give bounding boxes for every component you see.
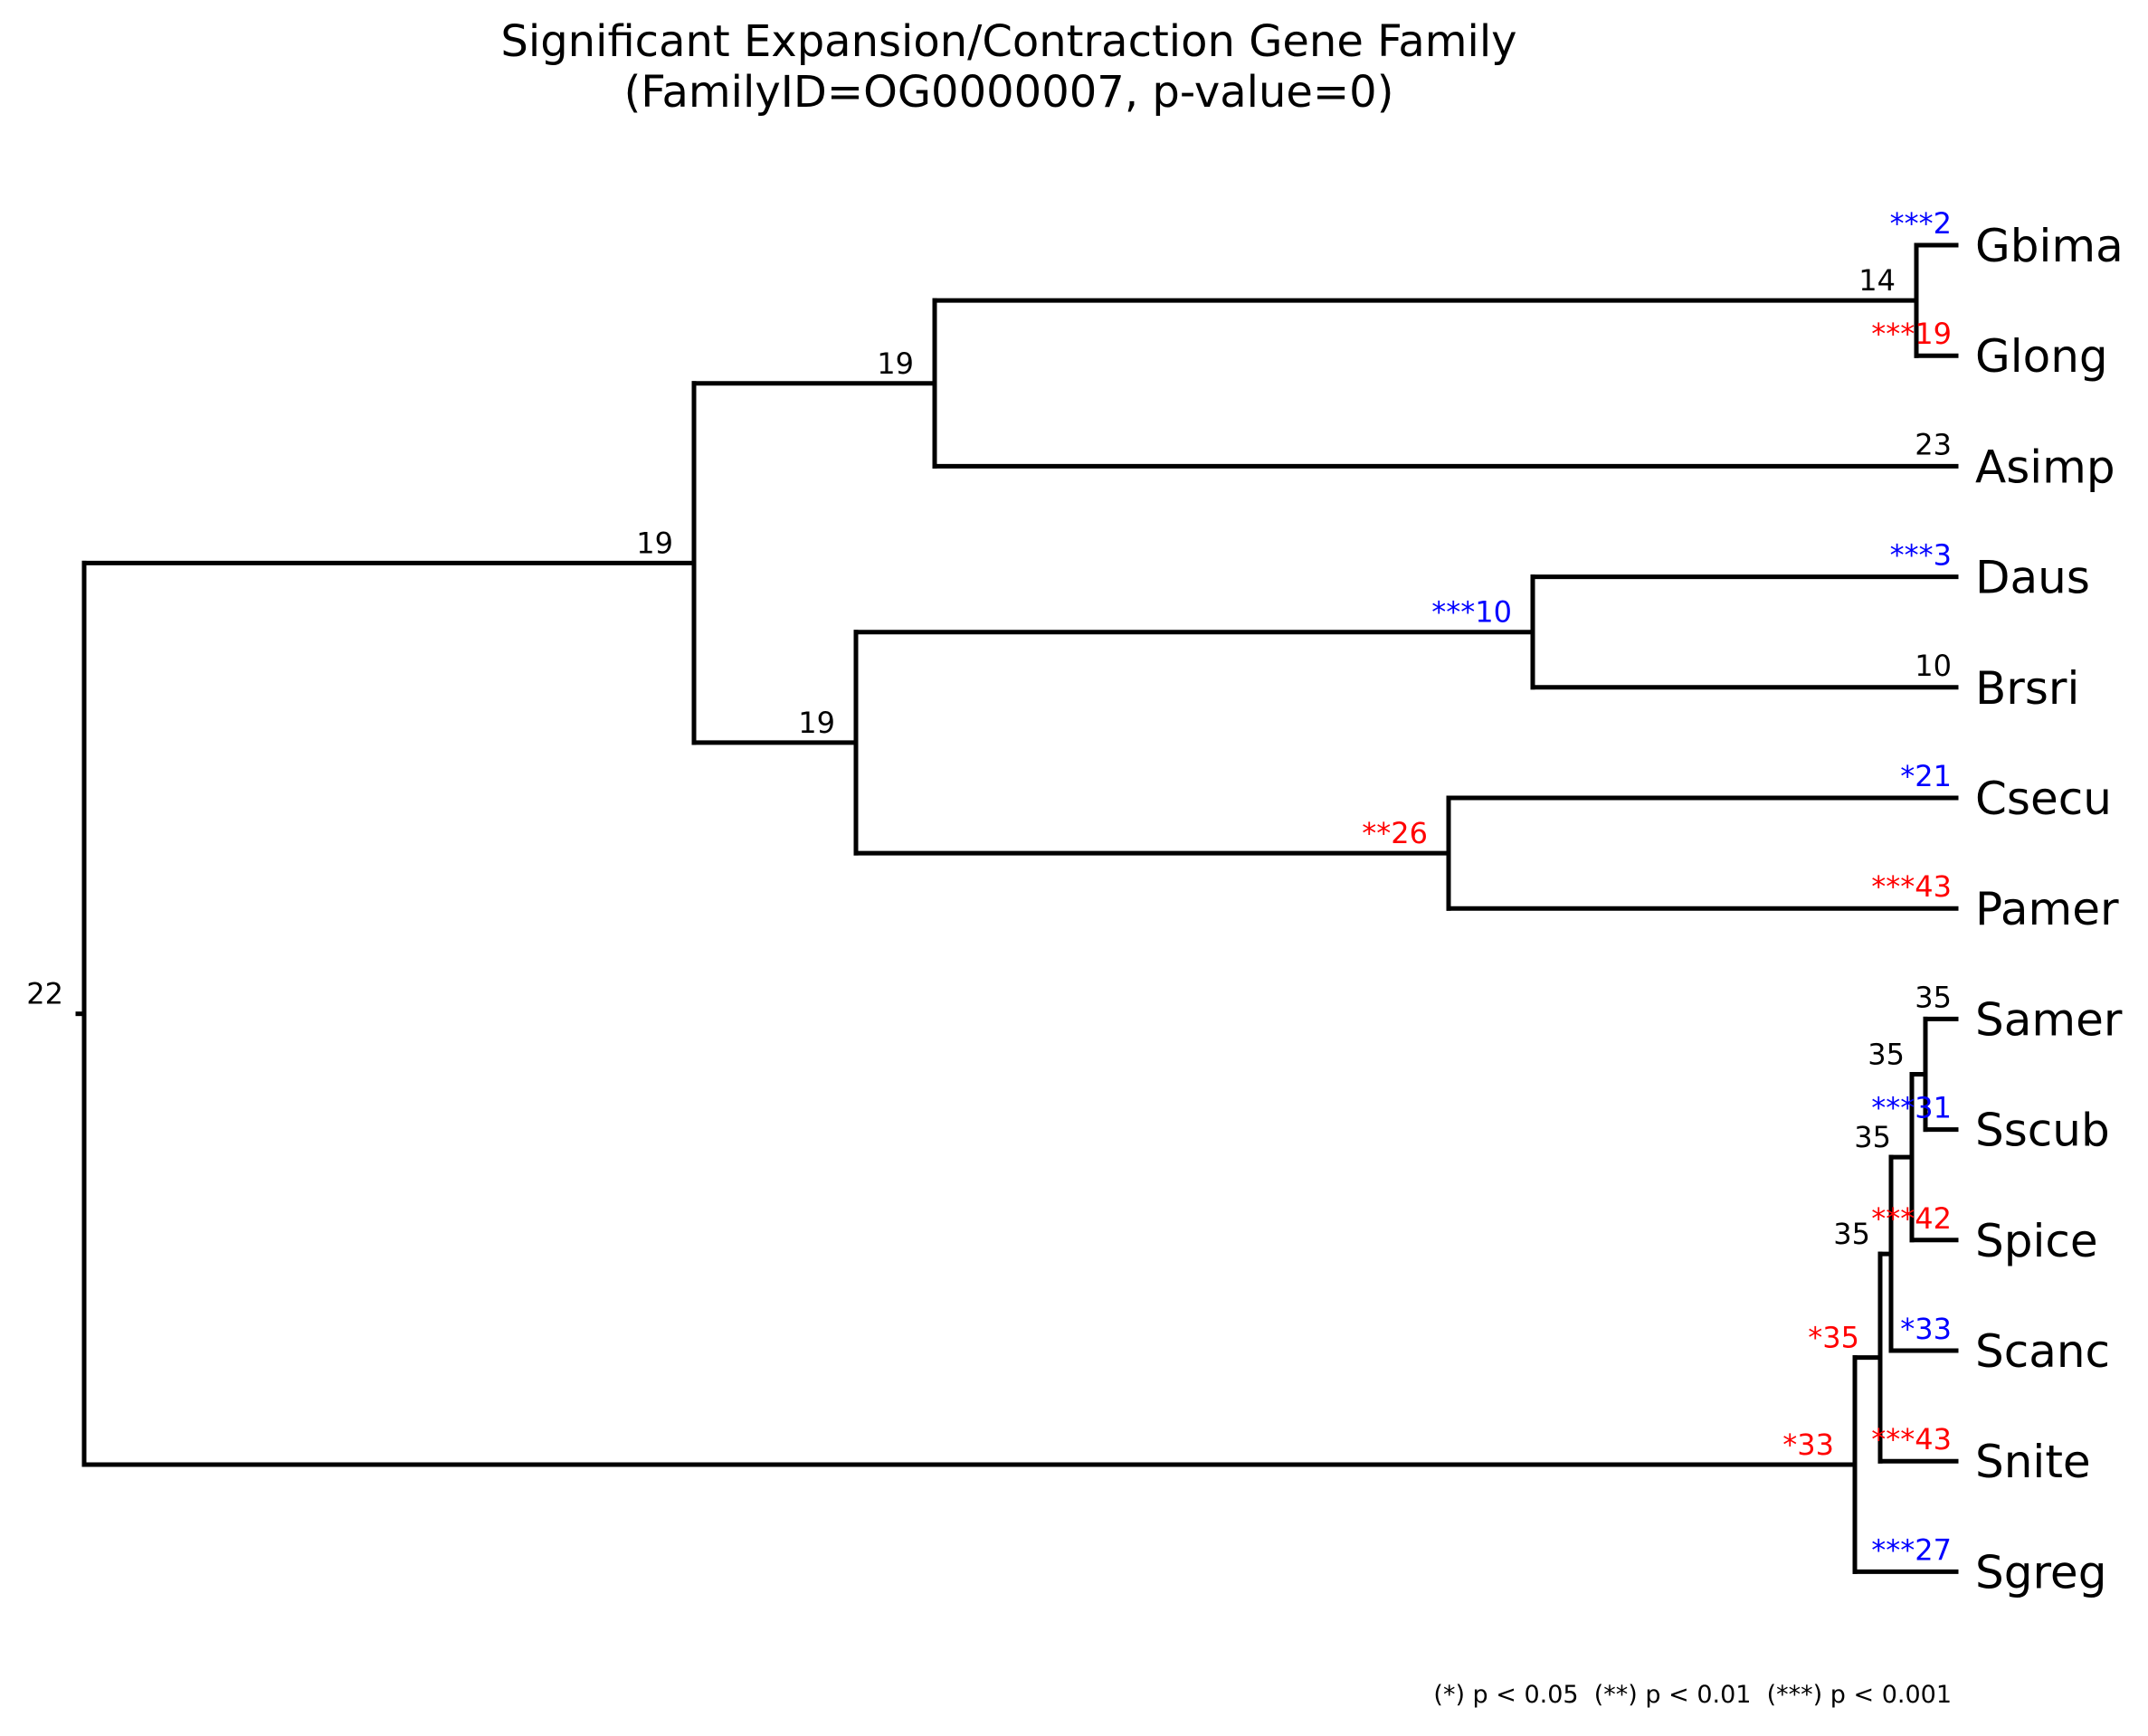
node-count-label: 35 (1868, 1038, 1905, 1072)
leaf-count-label-Sscub: ***31 (1871, 1091, 1952, 1125)
node-count-label: *35 (1808, 1321, 1859, 1355)
leaf-name-Scanc: Scanc (1975, 1325, 2110, 1378)
leaf-count-label-Daus: ***3 (1890, 538, 1952, 573)
tree-canvas: 22 19 19 14 ***2 Gbima ***19 Glong 23 Asimp 19 ***1… (26, 206, 2123, 1598)
node-count-label: *33 (1782, 1428, 1834, 1462)
leaf-count-label-Pamer: ***43 (1871, 869, 1952, 904)
leaf-count-label-Samer: 35 (1915, 980, 1952, 1014)
leaf-name-Pamer: Pamer (1975, 883, 2119, 935)
node-count-label: ***10 (1431, 595, 1512, 630)
node-count-label: 35 (1833, 1217, 1870, 1251)
leaf-count-label-Gbima: ***2 (1890, 206, 1952, 241)
leaf-count-label-Sgreg: ***27 (1871, 1532, 1952, 1567)
leaf-name-Gbima: Gbima (1975, 220, 2124, 272)
leaf-count-label-Asimp: 23 (1915, 427, 1952, 461)
figure-title-line2: (FamilyID=OG0000007, p-value=0) (624, 67, 1394, 118)
leaf-name-Asimp: Asimp (1975, 441, 2115, 493)
figure-title-line1: Significant Expansion/Contraction Gene F… (500, 16, 1516, 67)
node-count-label: 19 (798, 706, 835, 740)
node-count-label: 19 (877, 346, 914, 381)
leaf-name-Sgreg: Sgreg (1975, 1546, 2106, 1598)
leaf-count-label-Csecu: *21 (1900, 759, 1952, 793)
leaf-name-Daus: Daus (1975, 552, 2090, 604)
leaf-count-label-Scanc: *33 (1900, 1312, 1952, 1346)
leaf-name-Glong: Glong (1975, 330, 2108, 383)
leaf-count-label-Glong: ***19 (1871, 317, 1952, 351)
leaf-name-Snite: Snite (1975, 1436, 2091, 1488)
leaf-name-Samer: Samer (1975, 993, 2123, 1046)
leaf-count-label-Snite: ***43 (1871, 1422, 1952, 1456)
leaf-name-Csecu: Csecu (1975, 773, 2112, 825)
significance-legend: (*) p < 0.05 (**) p < 0.01 (***) p < 0.0… (1433, 1681, 1952, 1709)
node-count-label: 22 (26, 977, 63, 1011)
node-count-label: 35 (1854, 1120, 1891, 1154)
leaf-name-Spice: Spice (1975, 1215, 2098, 1267)
leaf-name-Sscub: Sscub (1975, 1105, 2110, 1157)
node-count-label: 14 (1858, 263, 1896, 298)
node-count-label: **26 (1362, 816, 1428, 850)
leaf-count-label-Brsri: 10 (1915, 649, 1952, 683)
leaf-name-Brsri: Brsri (1975, 662, 2079, 715)
leaf-count-label-Spice: ***42 (1871, 1201, 1952, 1236)
node-count-label: 19 (636, 526, 673, 560)
